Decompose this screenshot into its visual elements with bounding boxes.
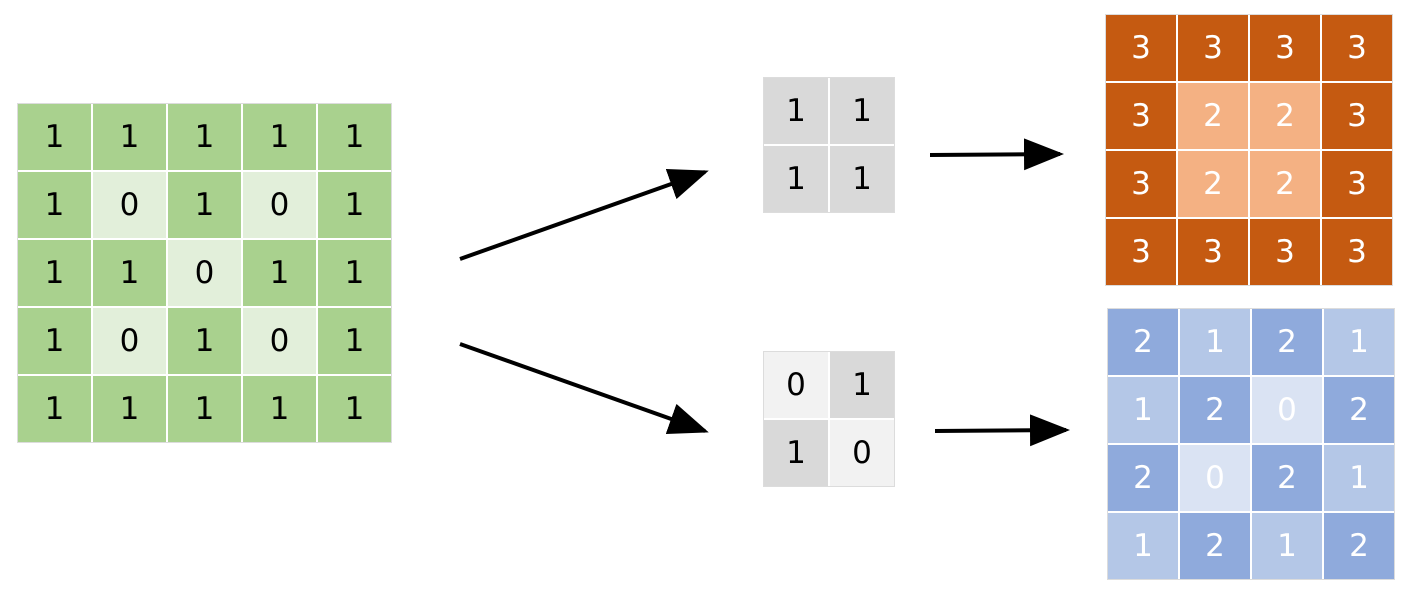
input-matrix-cell: 1	[18, 376, 91, 442]
input-matrix-cell: 1	[168, 104, 241, 170]
input-matrix-cell: 0	[93, 308, 166, 374]
output-matrix-a-cell: 3	[1106, 151, 1176, 217]
output-matrix-b-cell: 0	[1180, 445, 1250, 511]
output-matrix-b-cell: 1	[1324, 445, 1394, 511]
input-matrix-cell: 1	[18, 308, 91, 374]
output-matrix-a-cell: 3	[1178, 219, 1248, 285]
input-matrix-cell: 1	[93, 376, 166, 442]
input-matrix-cell: 1	[318, 308, 391, 374]
output-matrix-b-cell: 1	[1324, 309, 1394, 375]
input-matrix-cell: 1	[318, 172, 391, 238]
output-matrix-a-cell: 2	[1178, 83, 1248, 149]
output-matrix-a-cell: 2	[1250, 151, 1320, 217]
arrow-to-kernel-b	[459, 342, 709, 435]
input-matrix-cell: 0	[243, 172, 316, 238]
output-matrix-a-cell: 3	[1322, 219, 1392, 285]
input-matrix-cell: 1	[18, 172, 91, 238]
output-matrix-a-cell: 3	[1250, 15, 1320, 81]
output-matrix-b-cell: 2	[1108, 445, 1178, 511]
input-matrix-cell: 1	[243, 240, 316, 306]
kernel-diagonal-cell: 0	[764, 352, 828, 418]
input-matrix-cell: 1	[18, 104, 91, 170]
kernel-all-ones-cell: 1	[830, 78, 894, 144]
kernel-all-ones-cell: 1	[830, 146, 894, 212]
output-matrix-b-cell: 1	[1108, 377, 1178, 443]
output-matrix-b-cell: 2	[1252, 445, 1322, 511]
output-matrix-a-cell: 3	[1322, 83, 1392, 149]
input-matrix-cell: 1	[243, 376, 316, 442]
input-matrix-cell: 1	[168, 376, 241, 442]
input-matrix-cell: 1	[318, 376, 391, 442]
input-matrix-cell: 0	[93, 172, 166, 238]
kernel-all-ones-cell: 1	[764, 146, 828, 212]
kernel-all-ones-cell: 1	[764, 78, 828, 144]
kernel-diagonal-cell: 1	[830, 352, 894, 418]
input-matrix-cell: 0	[243, 308, 316, 374]
input-matrix-cell: 1	[243, 104, 316, 170]
output-matrix-b-cell: 0	[1252, 377, 1322, 443]
output-matrix-a-cell: 3	[1178, 15, 1248, 81]
output-matrix-a-cell: 3	[1106, 83, 1176, 149]
input-matrix-cell: 1	[318, 240, 391, 306]
arrow-to-kernel-a	[459, 168, 709, 261]
output-matrix-a-cell: 2	[1178, 151, 1248, 217]
output-matrix-b-cell: 2	[1324, 377, 1394, 443]
input-matrix-cell: 1	[168, 308, 241, 374]
arrow-to-output-b	[934, 414, 1070, 447]
output-matrix-a-cell: 3	[1322, 151, 1392, 217]
input-matrix-cell: 1	[318, 104, 391, 170]
output-matrix-b-cell: 2	[1108, 309, 1178, 375]
input-matrix-cell: 1	[168, 172, 241, 238]
output-matrix-a-cell: 2	[1250, 83, 1320, 149]
output-matrix-b-cell: 1	[1180, 309, 1250, 375]
output-matrix-b-cell: 2	[1252, 309, 1322, 375]
input-matrix-cell: 1	[93, 104, 166, 170]
output-matrix-b-cell: 2	[1324, 513, 1394, 579]
input-matrix-cell: 0	[168, 240, 241, 306]
output-matrix-b-cell: 2	[1180, 513, 1250, 579]
input-matrix-cell: 1	[18, 240, 91, 306]
output-matrix-a-cell: 3	[1250, 219, 1320, 285]
kernel-diagonal-cell: 1	[764, 420, 828, 486]
output-matrix-b-cell: 2	[1180, 377, 1250, 443]
output-matrix-a-cell: 3	[1322, 15, 1392, 81]
output-matrix-a-cell: 3	[1106, 15, 1176, 81]
output-matrix-b-cell: 1	[1108, 513, 1178, 579]
output-matrix-b-cell: 1	[1252, 513, 1322, 579]
output-matrix-a-cell: 3	[1106, 219, 1176, 285]
input-matrix-cell: 1	[93, 240, 166, 306]
arrow-to-output-a	[929, 138, 1064, 171]
kernel-diagonal-cell: 0	[830, 420, 894, 486]
